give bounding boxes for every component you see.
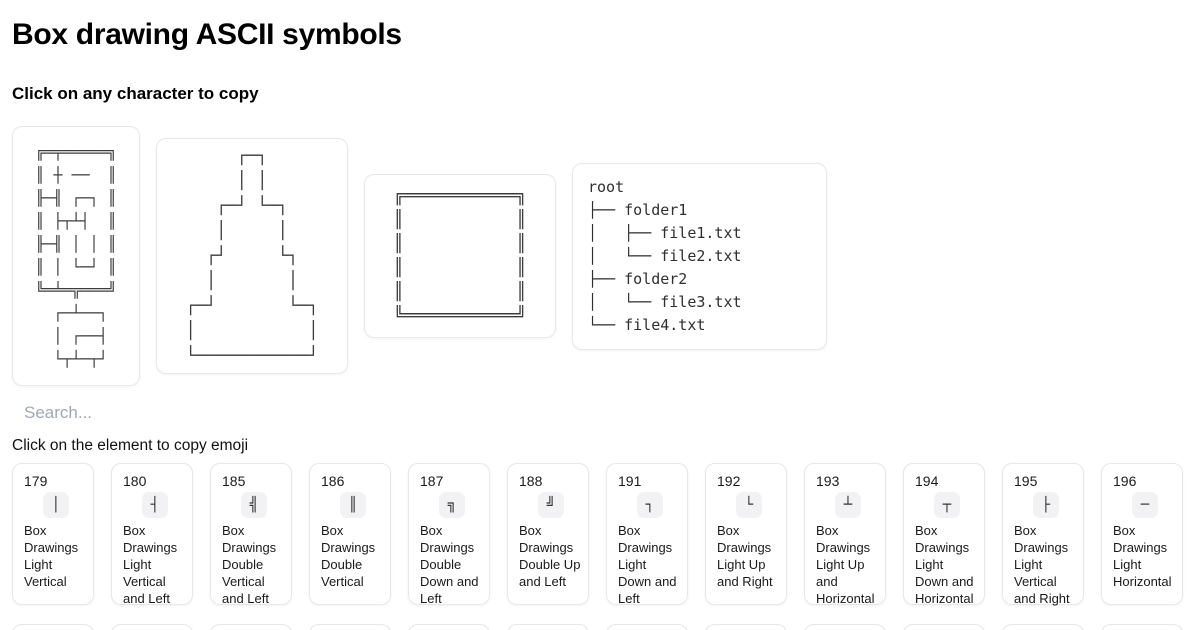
character-card-193[interactable]: 193 ┴ Box Drawings Light Up and Horizont… xyxy=(804,463,886,606)
character-name: Box Drawings Light Down and Horizontal xyxy=(915,523,974,606)
character-grid: 179 │ Box Drawings Light Vertical 180 ┤ … xyxy=(12,463,1188,630)
character-code: 194 xyxy=(915,473,939,489)
character-glyph-badge: ╣ xyxy=(240,492,268,518)
example-card-file-tree: root ├── folder1 │ ├── file1.txt │ └── f… xyxy=(572,162,827,350)
character-name: Box Drawings Double Vertical xyxy=(321,523,376,589)
character-glyph-badge: ├ xyxy=(1032,492,1060,518)
character-glyph-badge: └ xyxy=(735,492,763,518)
grid-hint: Click on the element to copy emoji xyxy=(12,437,249,454)
ascii-art-file-tree: root ├── folder1 │ ├── file1.txt │ └── f… xyxy=(588,177,742,334)
page: Box drawing ASCII symbols Click on any c… xyxy=(0,18,1200,630)
example-card-stepped-pyramid: ┌─┐ │ │ ┌─┘ └─┐ │ │ ┌┘ └┐ │ │ ┌─┘ └─┐ │ … xyxy=(156,138,348,374)
character-card-188[interactable]: 188 ╝ Box Drawings Double Up and Left xyxy=(507,463,589,605)
character-card-192[interactable]: 192 └ Box Drawings Light Up and Right xyxy=(705,463,787,605)
character-code: 196 xyxy=(1113,473,1137,489)
ascii-art-examples: ╔═╤═════╗ ║ ┼ ── ║ ╟─╢ ┌─┐ ║ ║ ├┬┴┤ ║ ╟─… xyxy=(12,126,1188,386)
character-card-next-row[interactable] xyxy=(111,624,193,630)
character-name: Box Drawings Light Horizontal xyxy=(1113,523,1172,589)
character-name: Box Drawings Light Vertical and Right xyxy=(1014,523,1070,606)
search-input[interactable] xyxy=(12,394,352,432)
character-code: 180 xyxy=(123,473,147,489)
character-name: Box Drawings Light Vertical xyxy=(24,523,79,589)
example-card-floor-plan: ╔═╤═════╗ ║ ┼ ── ║ ╟─╢ ┌─┐ ║ ║ ├┬┴┤ ║ ╟─… xyxy=(12,126,140,386)
character-card-194[interactable]: 194 ┬ Box Drawings Light Down and Horizo… xyxy=(903,463,985,606)
character-card-185[interactable]: 185 ╣ Box Drawings Double Vertical and L… xyxy=(210,463,292,606)
character-glyph-badge: ╝ xyxy=(537,492,565,518)
character-card-187[interactable]: 187 ╗ Box Drawings Double Down and Left xyxy=(408,463,490,606)
character-name: Box Drawings Light Up and Horizontal xyxy=(816,523,875,606)
character-card-186[interactable]: 186 ║ Box Drawings Double Vertical xyxy=(309,463,391,605)
character-code: 195 xyxy=(1014,473,1038,489)
character-code: 193 xyxy=(816,473,840,489)
character-name: Box Drawings Double Up and Left xyxy=(519,523,581,589)
character-card-next-row[interactable] xyxy=(12,624,94,630)
example-card-double-line-box: ╔═══════════╗ ║ ║ ║ ║ ║ ║ ║ ║ ╚═════════… xyxy=(364,174,556,338)
character-card-next-row[interactable] xyxy=(210,624,292,630)
page-subtitle: Click on any character to copy xyxy=(12,84,259,103)
character-code: 188 xyxy=(519,473,543,489)
character-card-next-row[interactable] xyxy=(1101,624,1183,630)
character-code: 186 xyxy=(321,473,345,489)
character-code: 191 xyxy=(618,473,642,489)
character-code: 185 xyxy=(222,473,246,489)
character-name: Box Drawings Light Vertical and Left xyxy=(123,523,178,606)
ascii-art-stepped-pyramid: ┌─┐ │ │ ┌─┘ └─┐ │ │ ┌┘ └┐ │ │ ┌─┘ └─┐ │ … xyxy=(185,145,319,366)
character-glyph-badge: ─ xyxy=(1131,492,1159,518)
character-name: Box Drawings Light Up and Right xyxy=(717,523,773,589)
character-glyph-badge: ║ xyxy=(339,492,367,518)
character-glyph-badge: ┤ xyxy=(141,492,169,518)
character-code: 187 xyxy=(420,473,444,489)
character-card-next-row[interactable] xyxy=(606,624,688,630)
character-code: 192 xyxy=(717,473,741,489)
character-name: Box Drawings Light Down and Left xyxy=(618,523,677,606)
character-card-196[interactable]: 196 ─ Box Drawings Light Horizontal xyxy=(1101,463,1183,605)
character-card-191[interactable]: 191 ┐ Box Drawings Light Down and Left xyxy=(606,463,688,606)
character-card-next-row[interactable] xyxy=(903,624,985,630)
character-card-next-row[interactable] xyxy=(705,624,787,630)
character-card-179[interactable]: 179 │ Box Drawings Light Vertical xyxy=(12,463,94,605)
character-glyph-badge: ╗ xyxy=(438,492,466,518)
character-card-195[interactable]: 195 ├ Box Drawings Light Vertical and Ri… xyxy=(1002,463,1084,606)
ascii-art-double-line-box: ╔═══════════╗ ║ ║ ║ ║ ║ ║ ║ ║ ╚═════════… xyxy=(393,186,527,326)
character-glyph-badge: ┴ xyxy=(834,492,862,518)
character-code: 179 xyxy=(24,473,48,489)
character-name: Box Drawings Double Down and Left xyxy=(420,523,479,606)
ascii-art-floor-plan: ╔═╤═════╗ ║ ┼ ── ║ ╟─╢ ┌─┐ ║ ║ ├┬┴┤ ║ ╟─… xyxy=(35,143,117,368)
character-card-next-row[interactable] xyxy=(1002,624,1084,630)
character-name: Box Drawings Double Vertical and Left xyxy=(222,523,277,606)
character-card-next-row[interactable] xyxy=(408,624,490,630)
character-glyph-badge: ┬ xyxy=(933,492,961,518)
character-card-180[interactable]: 180 ┤ Box Drawings Light Vertical and Le… xyxy=(111,463,193,606)
page-title: Box drawing ASCII symbols xyxy=(12,18,402,51)
character-glyph-badge: │ xyxy=(42,492,70,518)
character-card-next-row[interactable] xyxy=(804,624,886,630)
character-glyph-badge: ┐ xyxy=(636,492,664,518)
character-card-next-row[interactable] xyxy=(507,624,589,630)
character-card-next-row[interactable] xyxy=(309,624,391,630)
